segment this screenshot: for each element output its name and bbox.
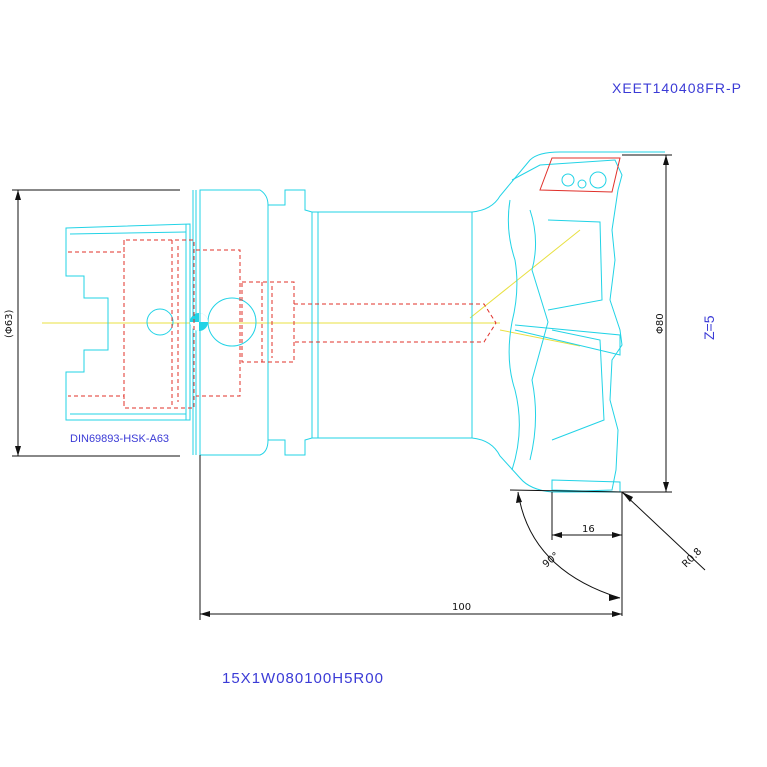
coolant-hole-circle: [146, 308, 174, 336]
holder-standard-label: DIN69893-HSK-A63: [70, 433, 169, 445]
drive-slot-circle: [207, 297, 257, 347]
insert-width-label: 16: [582, 524, 595, 535]
cutter-diameter-label: Φ80: [655, 313, 666, 334]
insert-pocket-top: [539, 157, 621, 193]
lead-angle-label: 90°: [541, 550, 562, 570]
dimension-shank-diameter: [12, 189, 180, 457]
cutter-head: [507, 157, 623, 493]
tool-body: [199, 151, 665, 493]
insert-screw-icon: [589, 171, 607, 189]
dimension-insert-width: [551, 492, 623, 616]
insert-centerline-lower: [499, 329, 581, 347]
shank-diameter-label: (Φ63): [4, 310, 15, 338]
overall-length-label: 100: [452, 602, 471, 613]
insert-centerline: [469, 229, 581, 319]
dimension-overall-length: [199, 455, 622, 620]
hidden-features: [68, 239, 497, 409]
insert-code-label: XEET140408FR-P: [612, 80, 742, 96]
teeth-count-label: Z=5: [701, 315, 717, 340]
dimension-corner-radius: [621, 491, 706, 571]
dimension-cutter-diameter: [622, 154, 672, 493]
dimension-lead-angle: [509, 489, 623, 601]
tool-code-label: 15X1W080100H5R00: [222, 670, 384, 687]
